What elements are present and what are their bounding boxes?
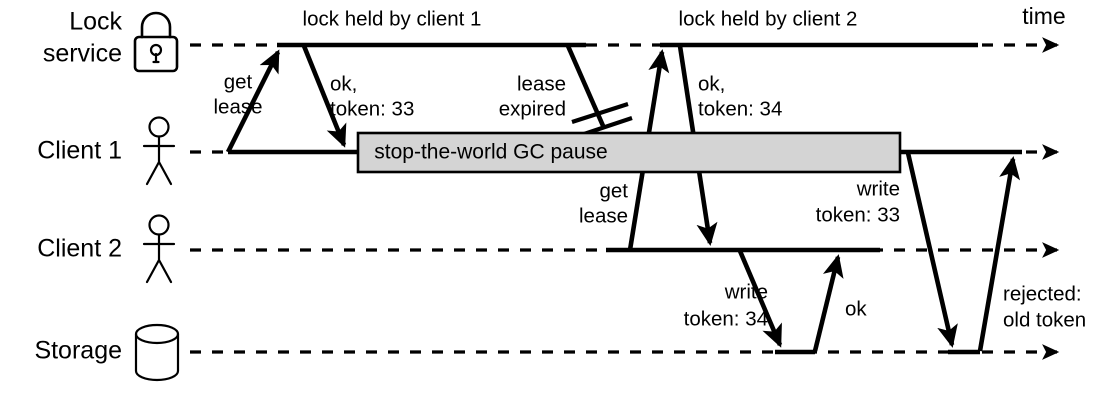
message-arrow-write-token-33	[905, 152, 958, 348]
stick-figure-icon-client-2	[142, 214, 176, 284]
gc-pause-label: stop-the-world GC pause	[374, 141, 607, 164]
lane-label-lock-service-line1: Lock	[69, 8, 122, 36]
message-label-lease-expired-line1: lease	[517, 72, 566, 95]
message-label-write-token-34-line2: token: 34	[684, 307, 768, 330]
message-label-ok-token-33-line1: ok,	[330, 72, 357, 95]
stick-figure-icon-client-1	[142, 116, 176, 186]
span-label-lock-held-by-client-2: lock held by client 2	[679, 7, 858, 30]
lane-label-client-2: Client 2	[37, 235, 122, 263]
message-label-get-lease-2-line2: lease	[579, 204, 628, 227]
message-arrow-rejected-old-token	[977, 156, 1021, 352]
message-arrow-get-lease-1	[225, 49, 281, 154]
message-label-get-lease-1-line1: get	[224, 70, 253, 93]
message-label-write-token-33-line2: token: 33	[816, 203, 900, 226]
message-arrow-ok-token-33	[301, 45, 347, 148]
message-label-write-token-33-line1: write	[856, 177, 900, 200]
message-label-write-token-34-line1: write	[724, 280, 768, 303]
message-label-get-lease-1-line2: lease	[213, 95, 262, 118]
lane-label-client-1: Client 1	[37, 137, 122, 165]
message-label-ok-storage: ok	[845, 297, 867, 320]
time-axis-label: time	[1022, 3, 1065, 29]
message-label-ok-token-33-line2: token: 33	[330, 97, 414, 120]
message-arrow-write-token-34	[737, 250, 783, 348]
message-label-ok-token-34-line2: token: 34	[698, 97, 782, 120]
lane-label-storage: Storage	[34, 337, 122, 365]
padlock-icon	[133, 11, 179, 73]
message-label-rejected-old-token-line1: rejected:	[1003, 282, 1082, 305]
message-label-ok-token-34-line1: ok,	[698, 72, 725, 95]
message-label-lease-expired-line2: expired	[499, 97, 566, 120]
message-label-rejected-old-token-line2: old token	[1003, 308, 1086, 331]
database-cylinder-icon	[134, 323, 180, 382]
message-arrow-ok-storage	[812, 254, 844, 352]
message-label-get-lease-2-line1: get	[600, 179, 629, 202]
gc-pause-box	[356, 131, 902, 174]
span-label-lock-held-by-client-1: lock held by client 1	[303, 7, 482, 30]
lane-label-lock-service-line2: service	[43, 40, 122, 68]
